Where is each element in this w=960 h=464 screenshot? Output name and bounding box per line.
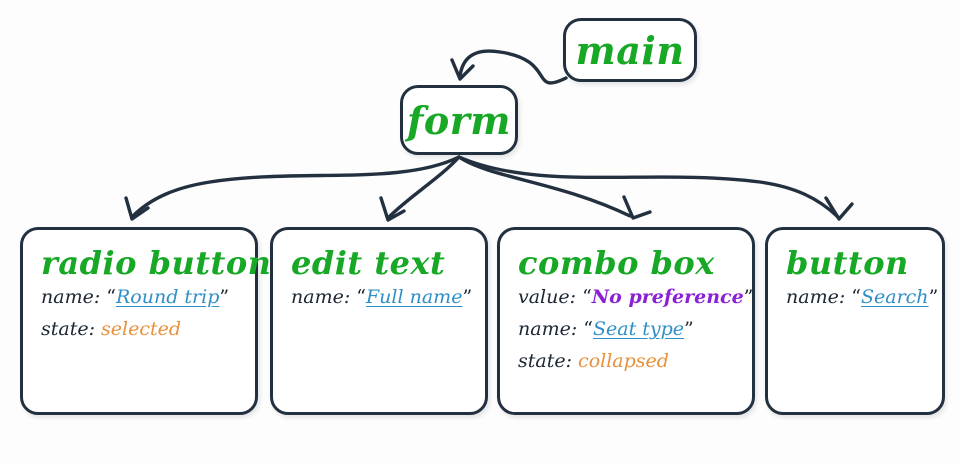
- property-value: collapsed: [578, 350, 669, 372]
- node-button-properties: name: “Search”: [786, 288, 942, 307]
- edge-form-to-combo-box: [457, 155, 632, 218]
- node-radio-button-properties: name: “Round trip” state: selected: [41, 288, 255, 339]
- node-main-label: main: [575, 27, 685, 73]
- edge-form-to-edit-text-arrowhead: [379, 196, 406, 222]
- property-value: No preference: [591, 286, 744, 308]
- close-quote: ”: [462, 286, 473, 308]
- node-combo-box-label: combo box: [518, 244, 715, 282]
- open-quote: “: [356, 286, 366, 308]
- property-key: state:: [41, 318, 95, 340]
- edge-form-to-button: [457, 155, 840, 219]
- open-quote: “: [106, 286, 116, 308]
- node-combo-box[interactable]: combo box value: “No preference” name: “…: [497, 227, 755, 415]
- property-value: Search: [861, 286, 929, 308]
- property-key: state:: [518, 350, 572, 372]
- edge-form-to-button-arrowhead: [824, 196, 854, 221]
- property-key: value:: [518, 286, 577, 308]
- edge-form-to-edit-text: [387, 155, 461, 219]
- property-value: Full name: [366, 286, 463, 308]
- open-quote: “: [851, 286, 861, 308]
- property-value: selected: [101, 318, 182, 340]
- node-edit-text-label: edit text: [291, 244, 446, 282]
- property-row: name: “Search”: [786, 288, 942, 307]
- close-quote: ”: [684, 318, 694, 340]
- edge-form-to-radio-button: [131, 155, 461, 218]
- property-row: value: “No preference”: [518, 286, 754, 308]
- property-key: name:: [518, 318, 578, 340]
- property-row: name: “Seat type”: [518, 320, 752, 339]
- property-row: name: “Round trip”: [41, 288, 255, 307]
- node-button-label: button: [786, 244, 909, 282]
- edge-form-to-radio-button-arrowhead: [124, 196, 150, 221]
- node-combo-box-properties: value: “No preference” name: “Seat type”…: [518, 286, 754, 371]
- node-radio-button[interactable]: radio button name: “Round trip” state: s…: [20, 227, 272, 415]
- close-quote: ”: [743, 286, 754, 308]
- property-key: name:: [786, 286, 846, 308]
- edge-main-to-form-arrowhead: [450, 58, 475, 81]
- node-form-label: form: [407, 97, 511, 143]
- property-row: state: collapsed: [518, 352, 752, 371]
- property-value: Round trip: [116, 286, 220, 308]
- node-edit-text-properties: name: “Full name”: [291, 288, 485, 307]
- property-value: Seat type: [593, 318, 685, 340]
- property-key: name:: [291, 286, 351, 308]
- node-edit-text[interactable]: edit text name: “Full name”: [270, 227, 488, 415]
- close-quote: ”: [928, 286, 939, 308]
- close-quote: ”: [219, 286, 230, 308]
- node-form[interactable]: form: [400, 85, 518, 155]
- property-row: name: “Full name”: [291, 288, 485, 307]
- open-quote: “: [582, 286, 592, 308]
- open-quote: “: [583, 318, 593, 340]
- node-button[interactable]: button name: “Search”: [765, 227, 945, 415]
- edge-form-to-combo-box-arrowhead: [622, 195, 652, 220]
- edge-main-to-form: [458, 49, 568, 85]
- property-key: name:: [41, 286, 101, 308]
- property-row: state: selected: [41, 320, 255, 339]
- node-radio-button-label: radio button: [41, 244, 272, 282]
- node-main[interactable]: main: [563, 18, 697, 82]
